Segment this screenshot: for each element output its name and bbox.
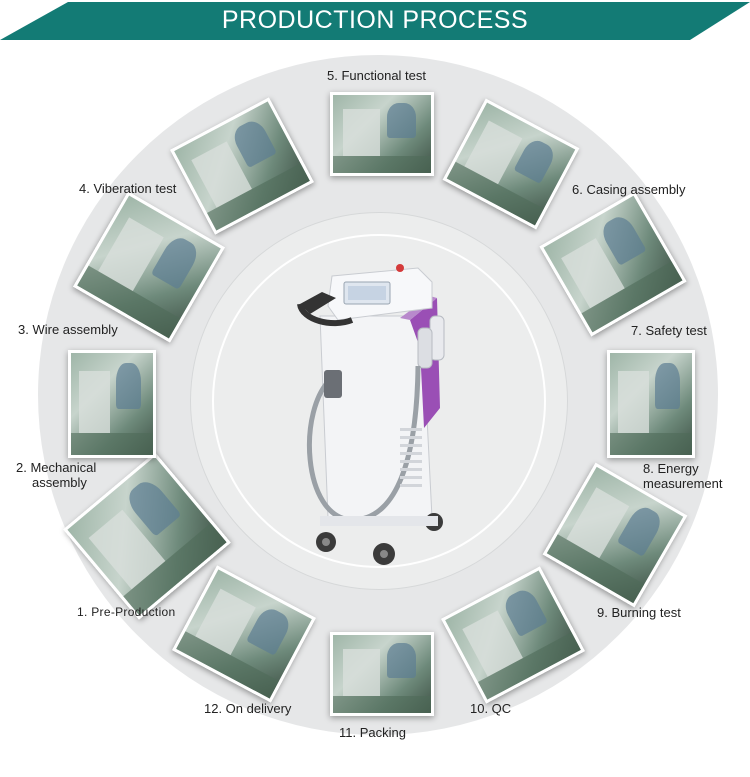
- step-label-line: 2. Mechanical: [16, 460, 97, 475]
- inner-circle-outline: [212, 234, 546, 568]
- step-label-line: assembly: [32, 475, 87, 490]
- step-label-mechanical-assembly: 2. Mechanical assembly: [16, 460, 96, 490]
- step-label-wire-assembly: 3. Wire assembly: [18, 322, 118, 337]
- step-label-casing-assembly: 6. Casing assembly: [572, 182, 686, 197]
- step-label-safety-test: 7. Safety test: [631, 323, 707, 338]
- step-label-energy-measurement: 8. Energy measurement: [643, 461, 722, 491]
- photo-functional-test: [330, 92, 434, 176]
- beauty-machine-image: [297, 264, 445, 565]
- banner-shape: [0, 2, 750, 40]
- header-banner: PRODUCTION PROCESS: [0, 0, 750, 44]
- step-label-qc: 10. QC: [470, 701, 512, 716]
- step-label-line: 8. Energy: [643, 461, 699, 476]
- step-label-functional-test: 5. Functional test: [327, 68, 426, 83]
- photo-packing: [330, 632, 434, 716]
- step-label-burning-test: 9. Burning test: [597, 605, 681, 620]
- step-label-pre-production: 1. Pre-Production: [77, 605, 176, 619]
- step-label-on-delivery: 12. On delivery: [204, 701, 292, 716]
- page-title: PRODUCTION PROCESS: [221, 6, 529, 34]
- photo-energy-measurement: [607, 350, 695, 458]
- step-label-line: measurement: [643, 476, 723, 491]
- photo-mechanical-assembly: [68, 350, 156, 458]
- step-label-packing: 11. Packing: [339, 725, 406, 740]
- step-label-viberation-test: 4. Viberation test: [79, 181, 177, 196]
